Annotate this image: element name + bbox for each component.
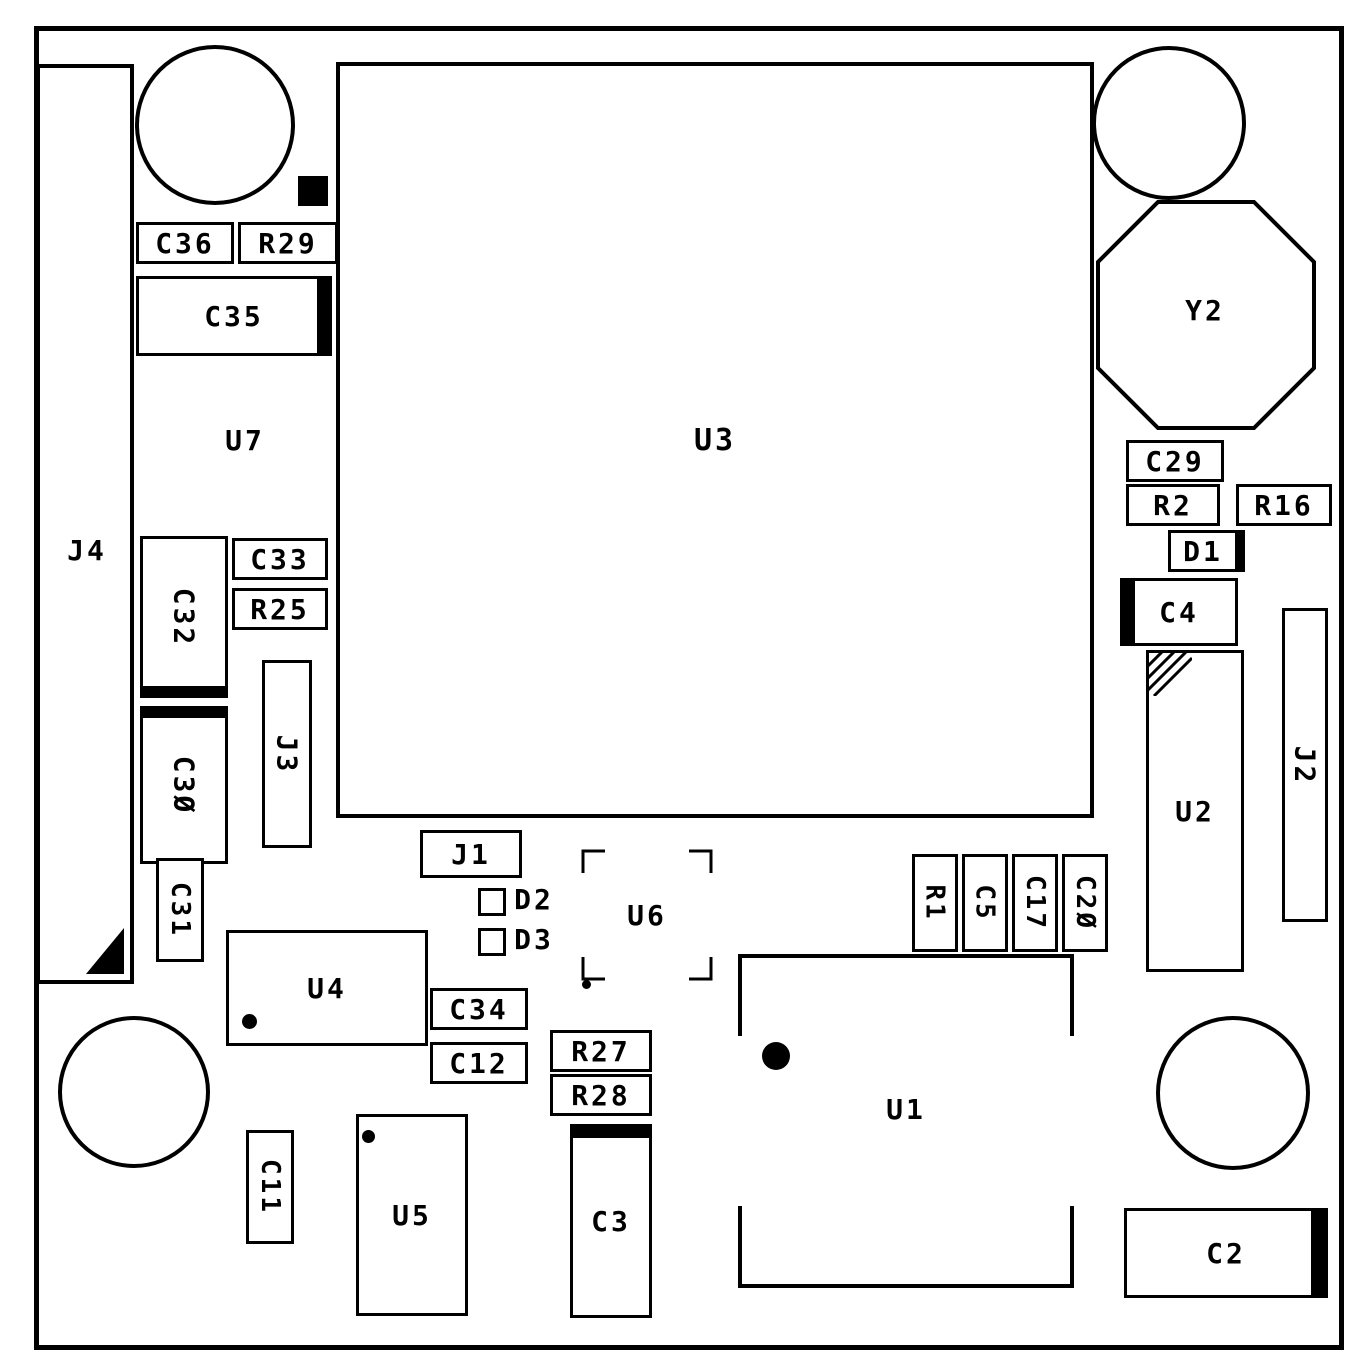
- component-d1: D1: [1168, 530, 1245, 572]
- c32-polarity-bar: [140, 686, 228, 698]
- refdes-r29: R29: [258, 226, 318, 260]
- component-c31: C31: [156, 858, 204, 962]
- d1-cathode-bar: [1237, 530, 1245, 572]
- u2-pin1-hatch: [1148, 652, 1192, 696]
- component-u5: U5: [356, 1114, 468, 1316]
- component-r2: R2: [1126, 484, 1220, 526]
- u4-pin1-dot: [242, 1014, 257, 1029]
- component-j1: J1: [420, 830, 522, 878]
- refdes-u6: U6: [627, 898, 667, 932]
- u5-pin1-dot: [362, 1130, 375, 1143]
- component-c36: C36: [136, 222, 234, 264]
- refdes-j2: J2: [1288, 745, 1322, 785]
- component-c34: C34: [430, 988, 528, 1030]
- mounting-hole-top-left: [135, 45, 295, 205]
- component-c12: C12: [430, 1042, 528, 1084]
- refdes-r2: R2: [1153, 488, 1193, 522]
- component-c2: C2: [1124, 1208, 1328, 1298]
- c4-polarity-bar: [1123, 581, 1135, 643]
- c35-polarity-bar: [317, 279, 329, 353]
- c30-polarity-bar: [140, 706, 228, 718]
- component-c11: C11: [246, 1130, 294, 1244]
- mounting-hole-bottom-left: [58, 1016, 210, 1168]
- refdes-c29: C29: [1145, 444, 1205, 478]
- refdes-d2: D2: [514, 882, 554, 916]
- u1-pin1-dot: [762, 1042, 790, 1070]
- refdes-j1: J1: [451, 837, 491, 871]
- component-c4: C4: [1120, 578, 1238, 646]
- component-u3: U3: [336, 62, 1094, 818]
- component-r28: R28: [550, 1074, 652, 1116]
- refdes-c30: C3Ø: [167, 755, 201, 815]
- refdes-u1: U1: [886, 1092, 926, 1126]
- refdes-y2: Y2: [1185, 293, 1225, 327]
- component-y2-outline: [1096, 200, 1316, 430]
- component-c17: C17: [1012, 854, 1058, 952]
- component-c33: C33: [232, 538, 328, 580]
- component-r1: R1: [912, 854, 958, 952]
- refdes-r25: R25: [250, 592, 310, 626]
- component-j2: J2: [1282, 608, 1328, 922]
- component-c32: C32: [140, 536, 228, 698]
- refdes-j4: J4: [67, 533, 107, 567]
- refdes-c3: C3: [591, 1204, 631, 1238]
- refdes-c35: C35: [204, 299, 264, 333]
- refdes-u2: U2: [1175, 794, 1215, 828]
- component-r16: R16: [1236, 484, 1332, 526]
- component-r29: R29: [238, 222, 338, 264]
- refdes-c32: C32: [167, 587, 201, 647]
- mounting-hole-bottom-right: [1156, 1016, 1310, 1170]
- refdes-c4: C4: [1159, 595, 1199, 629]
- refdes-u4: U4: [307, 971, 347, 1005]
- refdes-r1: R1: [920, 884, 950, 922]
- refdes-j3: J3: [270, 734, 304, 774]
- refdes-u5: U5: [392, 1198, 432, 1232]
- component-j4-outline: [36, 64, 134, 984]
- refdes-c11: C11: [255, 1159, 285, 1215]
- j4-pin1-triangle: [86, 928, 124, 974]
- refdes-c34: C34: [449, 992, 509, 1026]
- refdes-c12: C12: [449, 1046, 509, 1080]
- component-u2: U2: [1146, 650, 1244, 972]
- component-c35: C35: [136, 276, 332, 356]
- refdes-r27: R27: [571, 1034, 631, 1068]
- d3-diode-body: [478, 928, 506, 956]
- fiducial-square: [298, 176, 328, 206]
- refdes-r28: R28: [571, 1078, 631, 1112]
- component-u4: U4: [226, 930, 428, 1046]
- refdes-d3: D3: [514, 922, 554, 956]
- c3-polarity-bar: [570, 1124, 652, 1138]
- refdes-c20: C2Ø: [1070, 875, 1100, 931]
- d2-diode-body: [478, 888, 506, 916]
- u6-pin1-dot: [582, 980, 591, 989]
- refdes-c2: C2: [1206, 1236, 1246, 1270]
- refdes-c33: C33: [250, 542, 310, 576]
- refdes-c31: C31: [165, 882, 195, 938]
- component-c29: C29: [1126, 440, 1224, 482]
- refdes-u3: U3: [693, 422, 737, 458]
- refdes-c5: C5: [970, 884, 1000, 922]
- refdes-c17: C17: [1020, 875, 1050, 931]
- component-r27: R27: [550, 1030, 652, 1072]
- refdes-c36: C36: [155, 226, 215, 260]
- mounting-hole-top-right: [1092, 46, 1246, 200]
- refdes-u7: U7: [225, 423, 265, 457]
- component-r25: R25: [232, 588, 328, 630]
- component-c3: C3: [570, 1124, 652, 1318]
- component-j3: J3: [262, 660, 312, 848]
- u6-corner-marks: [581, 849, 713, 981]
- component-c30: C3Ø: [140, 706, 228, 864]
- refdes-r16: R16: [1254, 488, 1314, 522]
- refdes-d1: D1: [1183, 534, 1223, 568]
- c2-polarity-bar: [1311, 1211, 1325, 1295]
- component-u1-outline: [738, 954, 1074, 1288]
- component-c20: C2Ø: [1062, 854, 1108, 952]
- component-c5: C5: [962, 854, 1008, 952]
